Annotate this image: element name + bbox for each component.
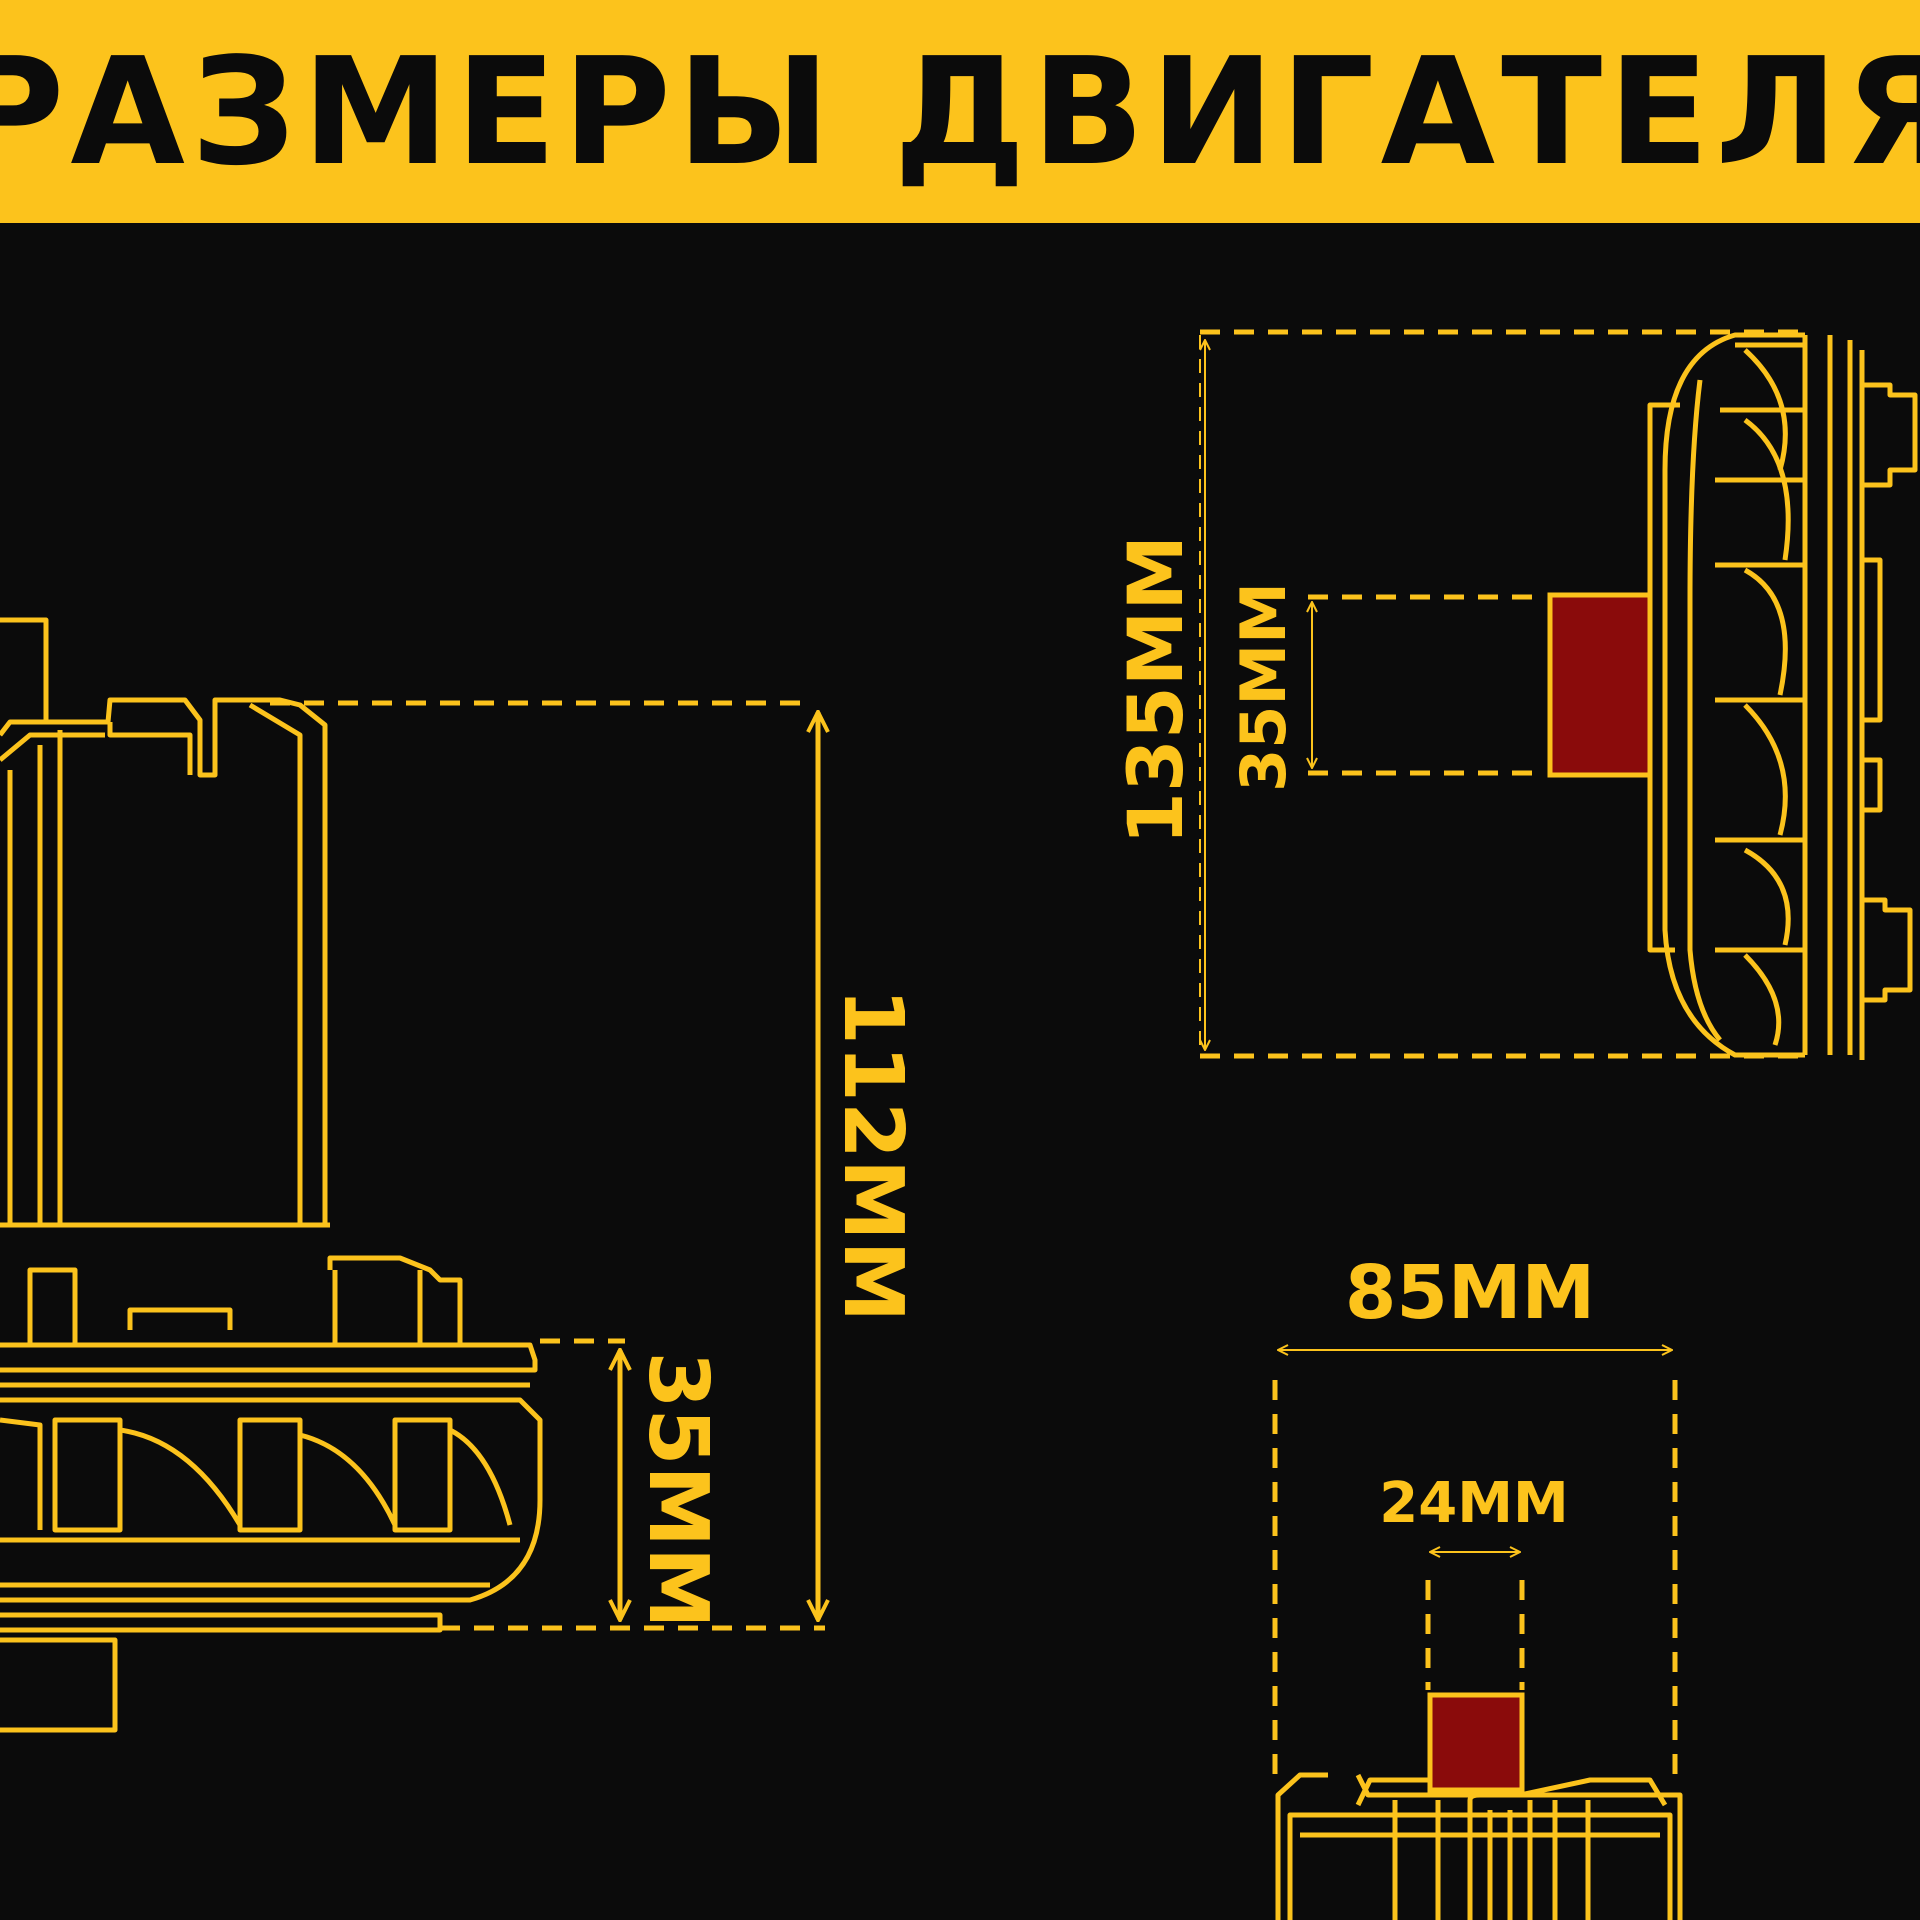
end-view-motor-outline [1647,332,1918,1060]
side-view-dimensions [270,700,825,1631]
end-view-shaft-label: 35MM [1227,582,1300,792]
front-view-shaft-highlight [1427,1692,1525,1793]
front-view-motor-outline [1275,1772,1683,1920]
title-banner: РАЗМЕРЫ ДВИГАТЕЛЯ [0,0,1920,223]
end-view-diameter-label: 135MM [1111,535,1200,845]
front-view-shaft-width-label: 24MM [1379,1471,1568,1536]
page-title: РАЗМЕРЫ ДВИГАТЕЛЯ [0,25,1920,198]
side-view-fan-height-label: 35MM [630,1351,725,1628]
front-view-dimensions [1272,1350,1678,1780]
end-view-shaft-highlight [1547,592,1653,778]
front-view-width-label: 85MM [1345,1250,1595,1336]
side-view-height-label: 112MM [825,988,920,1322]
side-view-motor-outline [0,617,543,1733]
end-view-dimensions [1199,329,1800,1059]
